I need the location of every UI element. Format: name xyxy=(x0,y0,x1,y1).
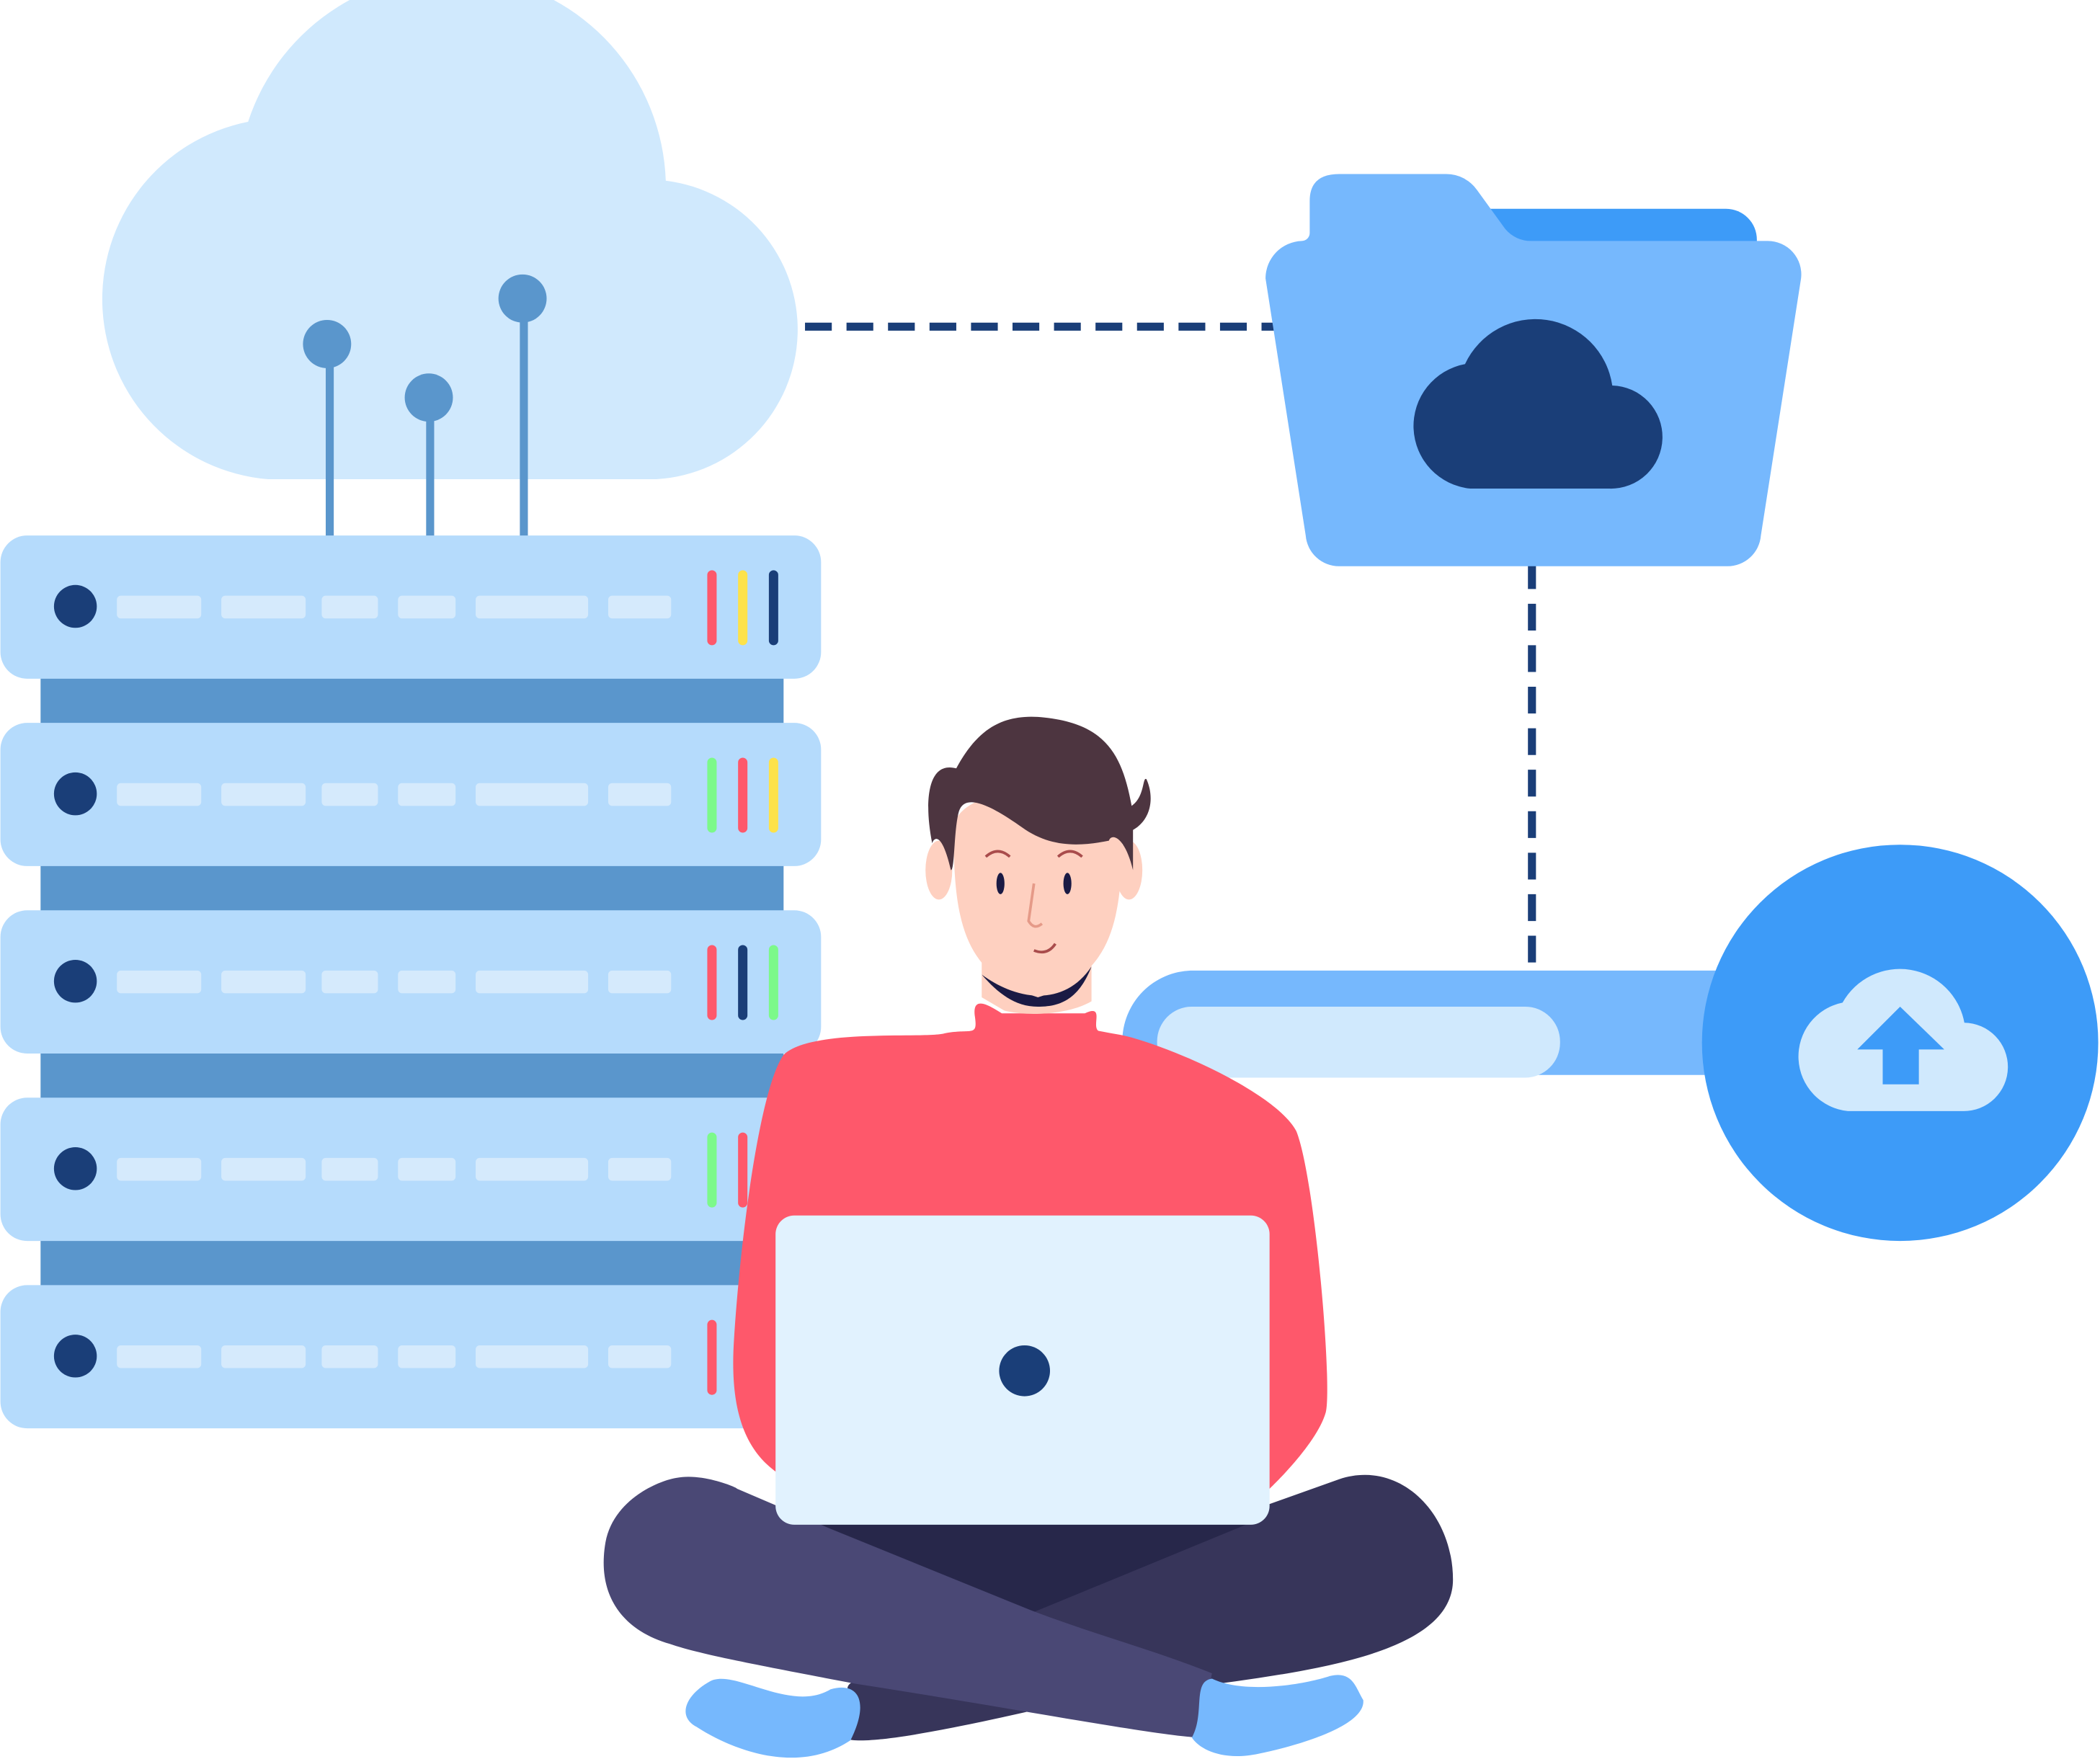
server-slot xyxy=(221,970,306,994)
server-connector xyxy=(40,856,784,917)
server-slot xyxy=(608,783,672,806)
antenna-icon xyxy=(303,274,547,538)
server-slot xyxy=(221,1345,306,1368)
upload-progress xyxy=(1122,970,1741,1078)
server-led xyxy=(707,757,717,833)
server-led xyxy=(707,945,717,1020)
server-slot xyxy=(398,1345,456,1368)
server-led xyxy=(738,570,748,646)
server-led xyxy=(707,570,717,646)
connector-lines xyxy=(805,322,1536,984)
server-slot xyxy=(221,595,306,619)
server-slot xyxy=(398,595,456,619)
server-led xyxy=(768,757,778,833)
server-power-icon xyxy=(53,959,97,1003)
server-led xyxy=(738,757,748,833)
server-led xyxy=(768,570,778,646)
server-rack-icon xyxy=(0,535,822,1429)
server-slot xyxy=(608,970,672,994)
sock-right xyxy=(1191,1675,1363,1756)
server-led xyxy=(707,1319,717,1395)
server-slot xyxy=(476,970,589,994)
server-slot xyxy=(476,783,589,806)
server-slot xyxy=(221,783,306,806)
server-slot xyxy=(117,970,202,994)
server-slot xyxy=(398,783,456,806)
server-slot xyxy=(117,1157,202,1181)
server-slot xyxy=(117,783,202,806)
server-led xyxy=(707,1132,717,1208)
server-slot xyxy=(476,1345,589,1368)
server-power-icon xyxy=(53,772,97,816)
server-slot xyxy=(321,970,378,994)
server-slot xyxy=(608,1157,672,1181)
server-power-icon xyxy=(53,584,97,628)
server-connector xyxy=(40,1232,784,1292)
server-power-icon xyxy=(53,1335,97,1378)
server-led xyxy=(738,945,748,1020)
server-slot xyxy=(321,595,378,619)
folder-cloud-icon xyxy=(1265,174,1802,566)
server-slot xyxy=(398,1157,456,1181)
server-slot xyxy=(221,1157,306,1181)
server-connector xyxy=(40,669,784,730)
server-slot xyxy=(398,970,456,994)
cloud-upload-icon xyxy=(1701,845,2099,1242)
server-connector xyxy=(40,1043,784,1105)
server-slot xyxy=(476,595,589,619)
server-led xyxy=(738,1132,748,1208)
server-slot xyxy=(117,595,202,619)
server-slot xyxy=(608,595,672,619)
server-led xyxy=(768,945,778,1020)
server-power-icon xyxy=(53,1147,97,1190)
server-slot xyxy=(476,1157,589,1181)
cloud-icon xyxy=(102,0,798,480)
server-slot xyxy=(321,1157,378,1181)
server-slot xyxy=(117,1345,202,1368)
server-slot xyxy=(321,783,378,806)
server-slot xyxy=(321,1345,378,1368)
laptop-icon xyxy=(775,1215,1270,1525)
sock-left xyxy=(685,1678,860,1758)
server-slot xyxy=(608,1345,672,1368)
